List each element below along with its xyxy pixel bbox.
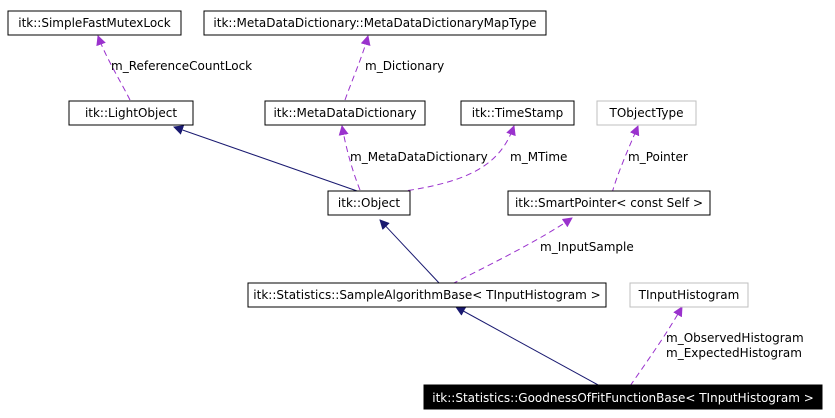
edge-object-to-timestamp xyxy=(397,125,516,193)
inheritance-edges xyxy=(173,125,601,387)
node-simple-fast-mutex-lock[interactable]: itk::SimpleFastMutexLock xyxy=(7,10,182,36)
node-goodness-of-fit-function-base[interactable]: itk::Statistics::GoodnessOfFitFunctionBa… xyxy=(423,384,823,410)
edge-samplealgorithmbase-to-object xyxy=(379,219,441,285)
node-tobject-type[interactable]: TObjectType xyxy=(596,100,697,126)
svg-text:TObjectType: TObjectType xyxy=(609,106,684,120)
svg-text:itk::SimpleFastMutexLock: itk::SimpleFastMutexLock xyxy=(18,16,171,30)
label-dictionary: m_Dictionary xyxy=(365,59,444,73)
edge-goodnessoffit-to-samplealgorithmbase xyxy=(455,306,601,387)
node-meta-data-dictionary[interactable]: itk::MetaDataDictionary xyxy=(264,100,426,126)
label-reference-count-lock: m_ReferenceCountLock xyxy=(111,59,252,73)
svg-text:itk::MetaDataDictionary: itk::MetaDataDictionary xyxy=(273,106,416,120)
node-smart-pointer[interactable]: itk::SmartPointer< const Self > xyxy=(507,190,711,216)
svg-text:TInputHistogram: TInputHistogram xyxy=(638,288,740,302)
svg-text:itk::Statistics::SampleAlgorit: itk::Statistics::SampleAlgorithmBase< TI… xyxy=(253,288,600,302)
node-tinput-histogram[interactable]: TInputHistogram xyxy=(629,282,749,308)
edge-goodnessoffit-to-tinputhistogram xyxy=(629,306,683,387)
edge-object-to-metadatadictionary xyxy=(338,125,361,191)
label-mtime: m_MTime xyxy=(510,150,567,164)
label-input-sample: m_InputSample xyxy=(540,240,634,254)
label-pointer: m_Pointer xyxy=(628,150,688,164)
svg-text:itk::Object: itk::Object xyxy=(338,196,400,210)
node-object[interactable]: itk::Object xyxy=(327,190,411,216)
svg-text:itk::TimeStamp: itk::TimeStamp xyxy=(472,106,563,120)
edge-metadatadictionary-to-maptype xyxy=(344,35,371,101)
label-observed-histogram: m_ObservedHistogram xyxy=(666,331,804,345)
svg-text:itk::MetaDataDictionary::MetaD: itk::MetaDataDictionary::MetaDataDiction… xyxy=(213,16,536,30)
label-expected-histogram: m_ExpectedHistogram xyxy=(666,346,802,360)
edge-smartpointer-to-tobjecttype xyxy=(611,125,640,194)
node-meta-data-dictionary-map-type[interactable]: itk::MetaDataDictionary::MetaDataDiction… xyxy=(203,10,547,36)
svg-text:itk::LightObject: itk::LightObject xyxy=(85,106,177,120)
label-meta-data-dictionary: m_MetaDataDictionary xyxy=(350,150,488,164)
usage-edges xyxy=(96,35,683,387)
edge-lightobject-to-mutexlock xyxy=(96,35,131,101)
edge-labels: m_ReferenceCountLock m_Dictionary m_Meta… xyxy=(111,59,804,360)
edge-object-to-lightobject xyxy=(173,125,361,193)
edge-samplealgorithmbase-to-smartpointer xyxy=(451,217,573,285)
node-sample-algorithm-base[interactable]: itk::Statistics::SampleAlgorithmBase< TI… xyxy=(247,282,607,308)
node-time-stamp[interactable]: itk::TimeStamp xyxy=(460,100,575,126)
node-light-object[interactable]: itk::LightObject xyxy=(68,100,194,126)
svg-text:itk::Statistics::GoodnessOfFit: itk::Statistics::GoodnessOfFitFunctionBa… xyxy=(432,391,814,405)
svg-text:itk::SmartPointer< const Self: itk::SmartPointer< const Self > xyxy=(515,196,703,210)
